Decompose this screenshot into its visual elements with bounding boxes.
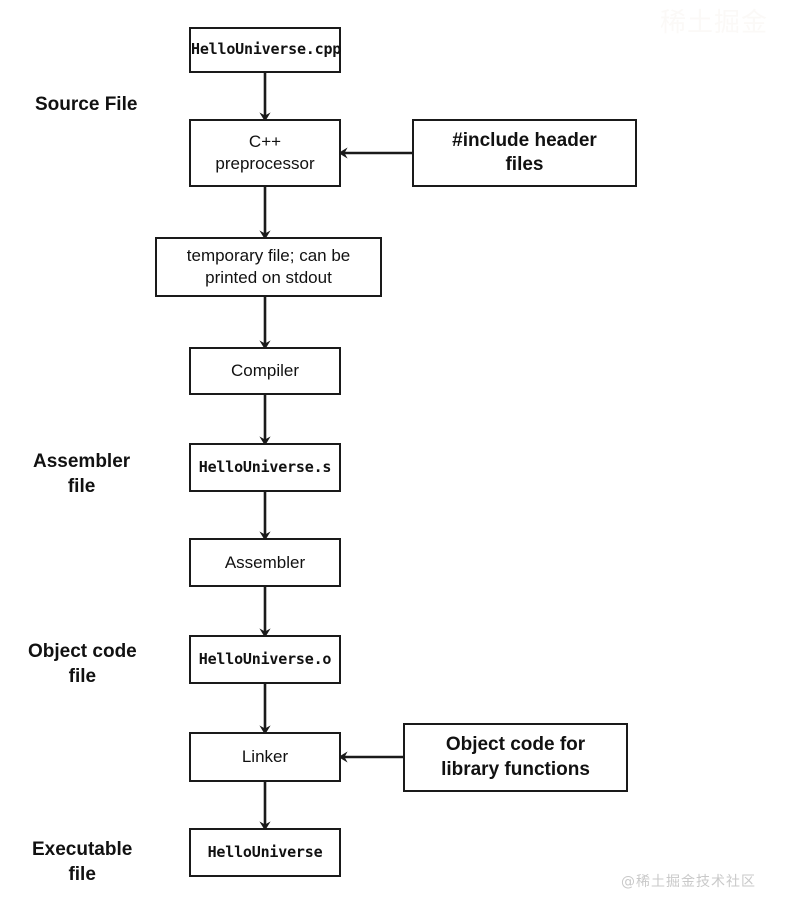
node-label-asm-file: HelloUniverse.s (198, 457, 332, 476)
node-compiler: Compiler (189, 347, 341, 395)
node-source-cpp: HelloUniverse.cpp (189, 27, 341, 73)
node-label-source-cpp: HelloUniverse.cpp (191, 40, 342, 59)
node-asm-file: HelloUniverse.s (189, 443, 341, 492)
node-label-linker: Linker (241, 747, 289, 767)
node-label-assembler: Assembler (224, 552, 306, 572)
node-label-compiler: Compiler (230, 361, 300, 381)
node-preprocessor: C++preprocessor (189, 119, 341, 187)
node-label-executable: HelloUniverse (207, 842, 323, 861)
watermark-top-right: 稀土掘金 (660, 8, 769, 38)
watermark-bottom-right: @稀土掘金技术社区 (621, 874, 756, 890)
node-label-preprocessor: C++preprocessor (215, 132, 315, 173)
node-obj-file: HelloUniverse.o (189, 635, 341, 684)
node-executable: HelloUniverse (189, 828, 341, 877)
node-label-obj-file: HelloUniverse.o (198, 649, 332, 668)
node-linker: Linker (189, 732, 341, 782)
node-assembler: Assembler (189, 538, 341, 587)
stage-label-source-file: Source File (35, 94, 138, 115)
